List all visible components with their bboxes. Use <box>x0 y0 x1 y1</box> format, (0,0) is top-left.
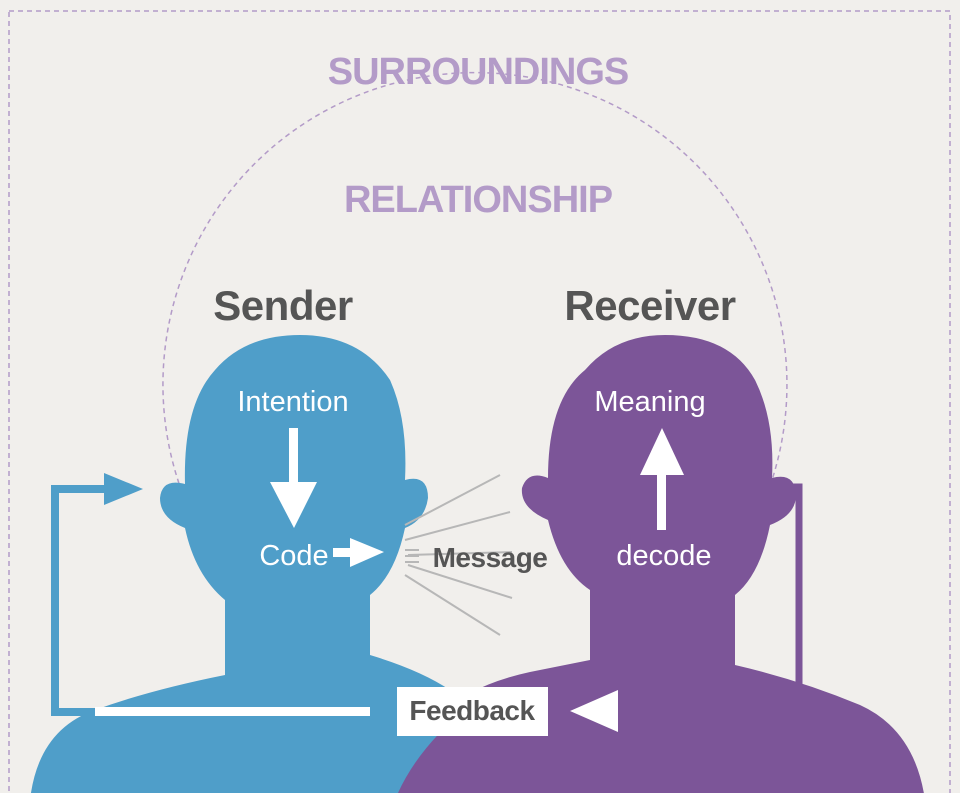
decode-label: decode <box>616 540 711 572</box>
intention-to-code-arrow <box>270 428 317 528</box>
message-label-group: Message <box>405 542 548 573</box>
meaning-label: Meaning <box>594 386 705 418</box>
relationship-label: RELATIONSHIP <box>344 179 613 221</box>
sender-silhouette <box>31 335 470 793</box>
surroundings-label: SURROUNDINGS <box>328 51 628 93</box>
message-label: Message <box>433 542 548 573</box>
feedback-label: Feedback <box>409 695 535 726</box>
sender-title: Sender <box>213 282 353 329</box>
receiver-feedback-loop <box>600 483 803 716</box>
message-rays <box>404 474 513 636</box>
code-label: Code <box>259 540 328 572</box>
surroundings-border <box>8 10 951 793</box>
receiver-silhouette <box>384 335 924 793</box>
receiver-title: Receiver <box>564 282 735 329</box>
feedback-label-box: Feedback <box>397 687 548 736</box>
code-to-message-arrow <box>333 538 384 567</box>
intention-label: Intention <box>237 386 348 418</box>
feedback-arrow <box>95 690 618 732</box>
decode-to-meaning-arrow <box>640 428 684 530</box>
sender-feedback-loop <box>51 473 143 716</box>
